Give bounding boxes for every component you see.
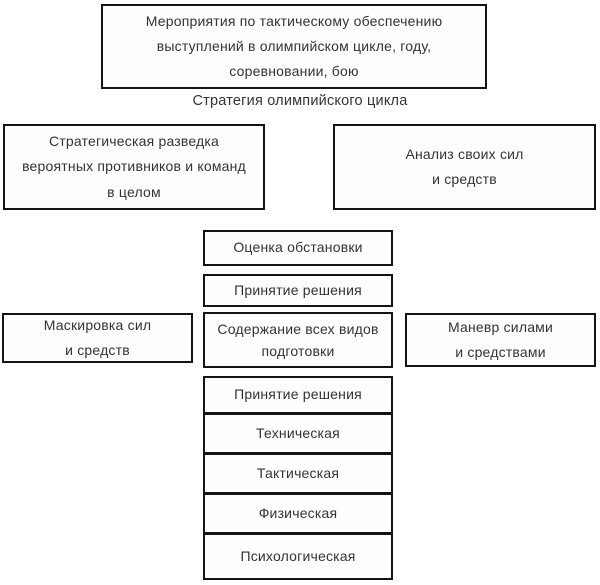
forces-maneuver-box: Маневр силами и средствами <box>405 313 596 367</box>
stack-decision-making-box: Принятие решения <box>203 376 393 414</box>
stack-psychological-box: Психологическая <box>203 533 393 580</box>
strategic-reconnaissance-box: Стратегическая разведка вероятных против… <box>3 124 265 210</box>
stack-tactical-box: Тактическая <box>203 453 393 494</box>
own-forces-analysis-box: Анализ своих сил и средств <box>333 124 596 210</box>
situation-assessment-box: Оценка обстановки <box>203 230 393 266</box>
training-content-box: Содержание всех видов подготовки <box>203 312 393 368</box>
strategy-cycle-label: Стратегия олимпийского цикла <box>192 93 408 109</box>
forces-masking-box: Маскировка сил и средств <box>2 313 193 363</box>
stack-technical-box: Техническая <box>203 413 393 454</box>
decision-making-box: Принятие решения <box>203 274 393 307</box>
title-box: Мероприятия по тактическому обеспечению … <box>101 4 487 89</box>
stack-physical-box: Физическая <box>203 493 393 534</box>
